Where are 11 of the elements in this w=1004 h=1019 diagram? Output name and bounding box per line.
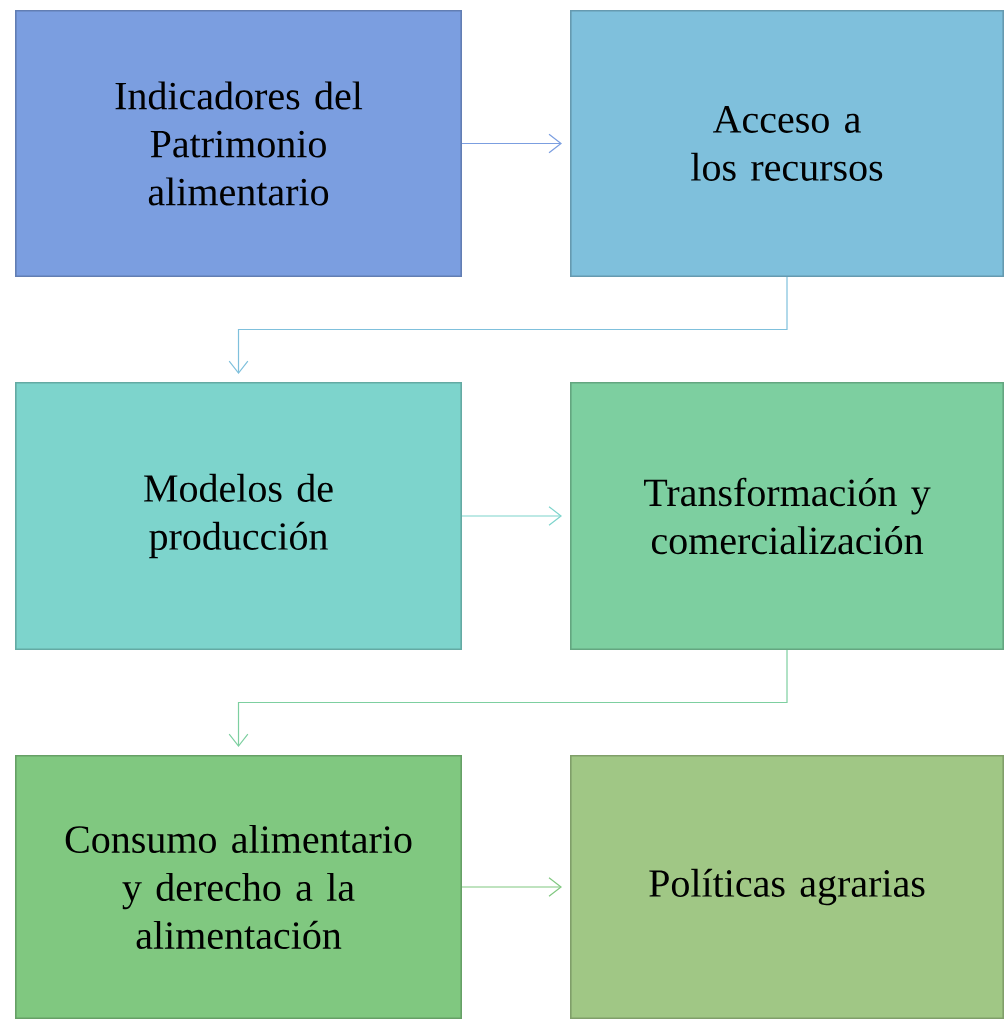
process-box: Acceso a los recursos	[570, 10, 1004, 277]
process-box: Transformación y comercialización	[570, 382, 1004, 650]
process-box: Indicadores del Patrimonio alimentario	[15, 10, 462, 277]
arrow	[228, 276, 788, 374]
process-box: Políticas agrarias	[570, 755, 1004, 1019]
arrow	[228, 649, 788, 747]
arrow	[461, 133, 562, 154]
arrow	[461, 506, 562, 526]
process-box: Consumo alimentario y derecho a la alimentación	[15, 755, 462, 1019]
process-box: Modelos de producción	[15, 382, 462, 650]
arrow	[461, 877, 562, 897]
